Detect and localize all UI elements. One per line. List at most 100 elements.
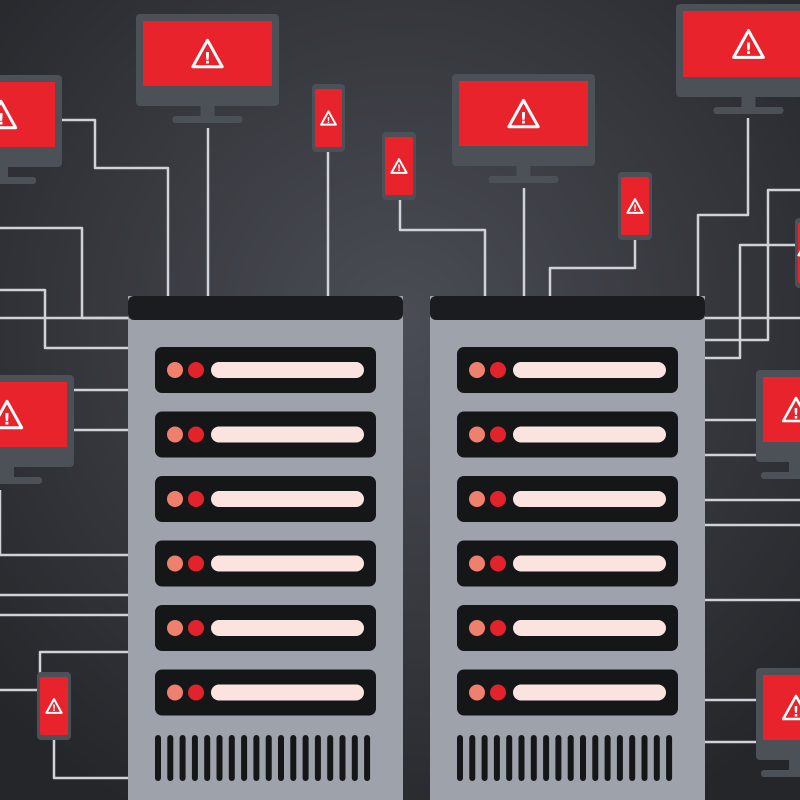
vent-slit (530, 735, 537, 781)
monitor-neck (516, 166, 531, 178)
vent-slit (302, 735, 309, 781)
monitor-base (172, 116, 243, 123)
vent-slit (167, 735, 174, 781)
alert-mark: ! (633, 203, 637, 213)
drive-bar (513, 620, 666, 636)
monitor-screen (459, 81, 588, 146)
status-led (490, 684, 506, 701)
warning-triangle-icon (781, 396, 800, 423)
drive-bar (211, 426, 364, 443)
warning-triangle-icon (0, 399, 24, 430)
rack-slot (155, 347, 376, 393)
vent-slit (481, 735, 488, 781)
monitor-base (0, 177, 36, 184)
smartphone-icon: ! (795, 218, 800, 288)
rack-top (430, 296, 705, 320)
status-led (188, 426, 204, 443)
alert-mark: ! (52, 703, 56, 713)
wire (0, 490, 128, 557)
warning-triangle-icon (626, 198, 644, 214)
wire (52, 740, 128, 780)
phone-screen (621, 177, 649, 235)
wire (398, 200, 487, 296)
vent-slit (641, 735, 648, 781)
status-led (469, 555, 485, 572)
rack-slot (457, 669, 678, 716)
vent-slit (653, 735, 660, 781)
vent-slit (155, 735, 161, 781)
warning-triangle-icon (507, 98, 540, 129)
vent-slit (457, 735, 463, 781)
status-led (167, 362, 183, 378)
vent-slit (265, 735, 272, 781)
alert-mark: ! (0, 110, 5, 129)
warning-triangle-icon (781, 694, 800, 721)
wire (705, 188, 800, 342)
vent-slit (314, 735, 321, 781)
warning-triangle-icon (732, 29, 765, 59)
vent-slit (506, 735, 513, 781)
server-rack-right (430, 296, 705, 800)
status-led (167, 426, 183, 443)
status-led (167, 684, 183, 701)
vent-slit (327, 735, 334, 781)
status-led (490, 362, 506, 378)
vent-slit (278, 735, 284, 781)
drive-bar (211, 684, 364, 701)
vent-slit (364, 735, 371, 781)
vent-slit (179, 735, 186, 781)
vent-slit (216, 735, 223, 781)
vent-slit (629, 735, 636, 781)
monitor-screen (763, 675, 800, 740)
rack-top (128, 296, 403, 320)
status-led (188, 555, 204, 572)
vent-slit (339, 735, 346, 781)
status-led (469, 362, 485, 378)
wire (705, 243, 800, 360)
monitor-base (761, 770, 800, 777)
monitor-icon: ! (452, 74, 595, 183)
warning-triangle-icon (320, 110, 337, 126)
monitor-base (761, 472, 800, 479)
drive-bar (513, 684, 666, 701)
status-led (188, 684, 204, 701)
status-led (167, 620, 183, 636)
monitor-neck (741, 97, 756, 109)
rack-slot (457, 411, 678, 458)
status-led (188, 620, 204, 636)
monitor-icon: ! (0, 375, 74, 484)
drive-bar (513, 555, 666, 572)
vent-slit (290, 735, 297, 781)
vent-slit (592, 735, 599, 781)
alert-devices: !!!!!!!!!!!! (0, 4, 800, 777)
status-led (490, 555, 506, 572)
status-led (490, 491, 506, 507)
monitor-base (488, 176, 559, 183)
monitor-neck (0, 467, 14, 479)
vent-slit (253, 735, 260, 781)
alert-mark: ! (745, 39, 752, 58)
status-led (469, 620, 485, 636)
monitor-neck (0, 167, 8, 179)
vent-slit (604, 735, 611, 781)
wire (62, 118, 170, 296)
monitor-neck (200, 106, 215, 118)
status-led (469, 426, 485, 443)
status-led (490, 426, 506, 443)
wire (548, 240, 637, 296)
monitor-icon: ! (756, 668, 800, 777)
status-led (188, 491, 204, 507)
drive-bar (513, 362, 666, 378)
monitor-neck (789, 760, 800, 772)
warning-triangle-icon (0, 99, 18, 130)
status-led (469, 684, 485, 701)
vent-slit (204, 735, 211, 781)
drive-bar (513, 491, 666, 507)
wire (0, 650, 128, 692)
rack-slot (155, 540, 376, 587)
vent-slit (228, 735, 235, 781)
vent-slit (567, 735, 574, 781)
vent-slit (469, 735, 476, 781)
vent-slit (555, 735, 562, 781)
drive-bar (513, 426, 666, 443)
